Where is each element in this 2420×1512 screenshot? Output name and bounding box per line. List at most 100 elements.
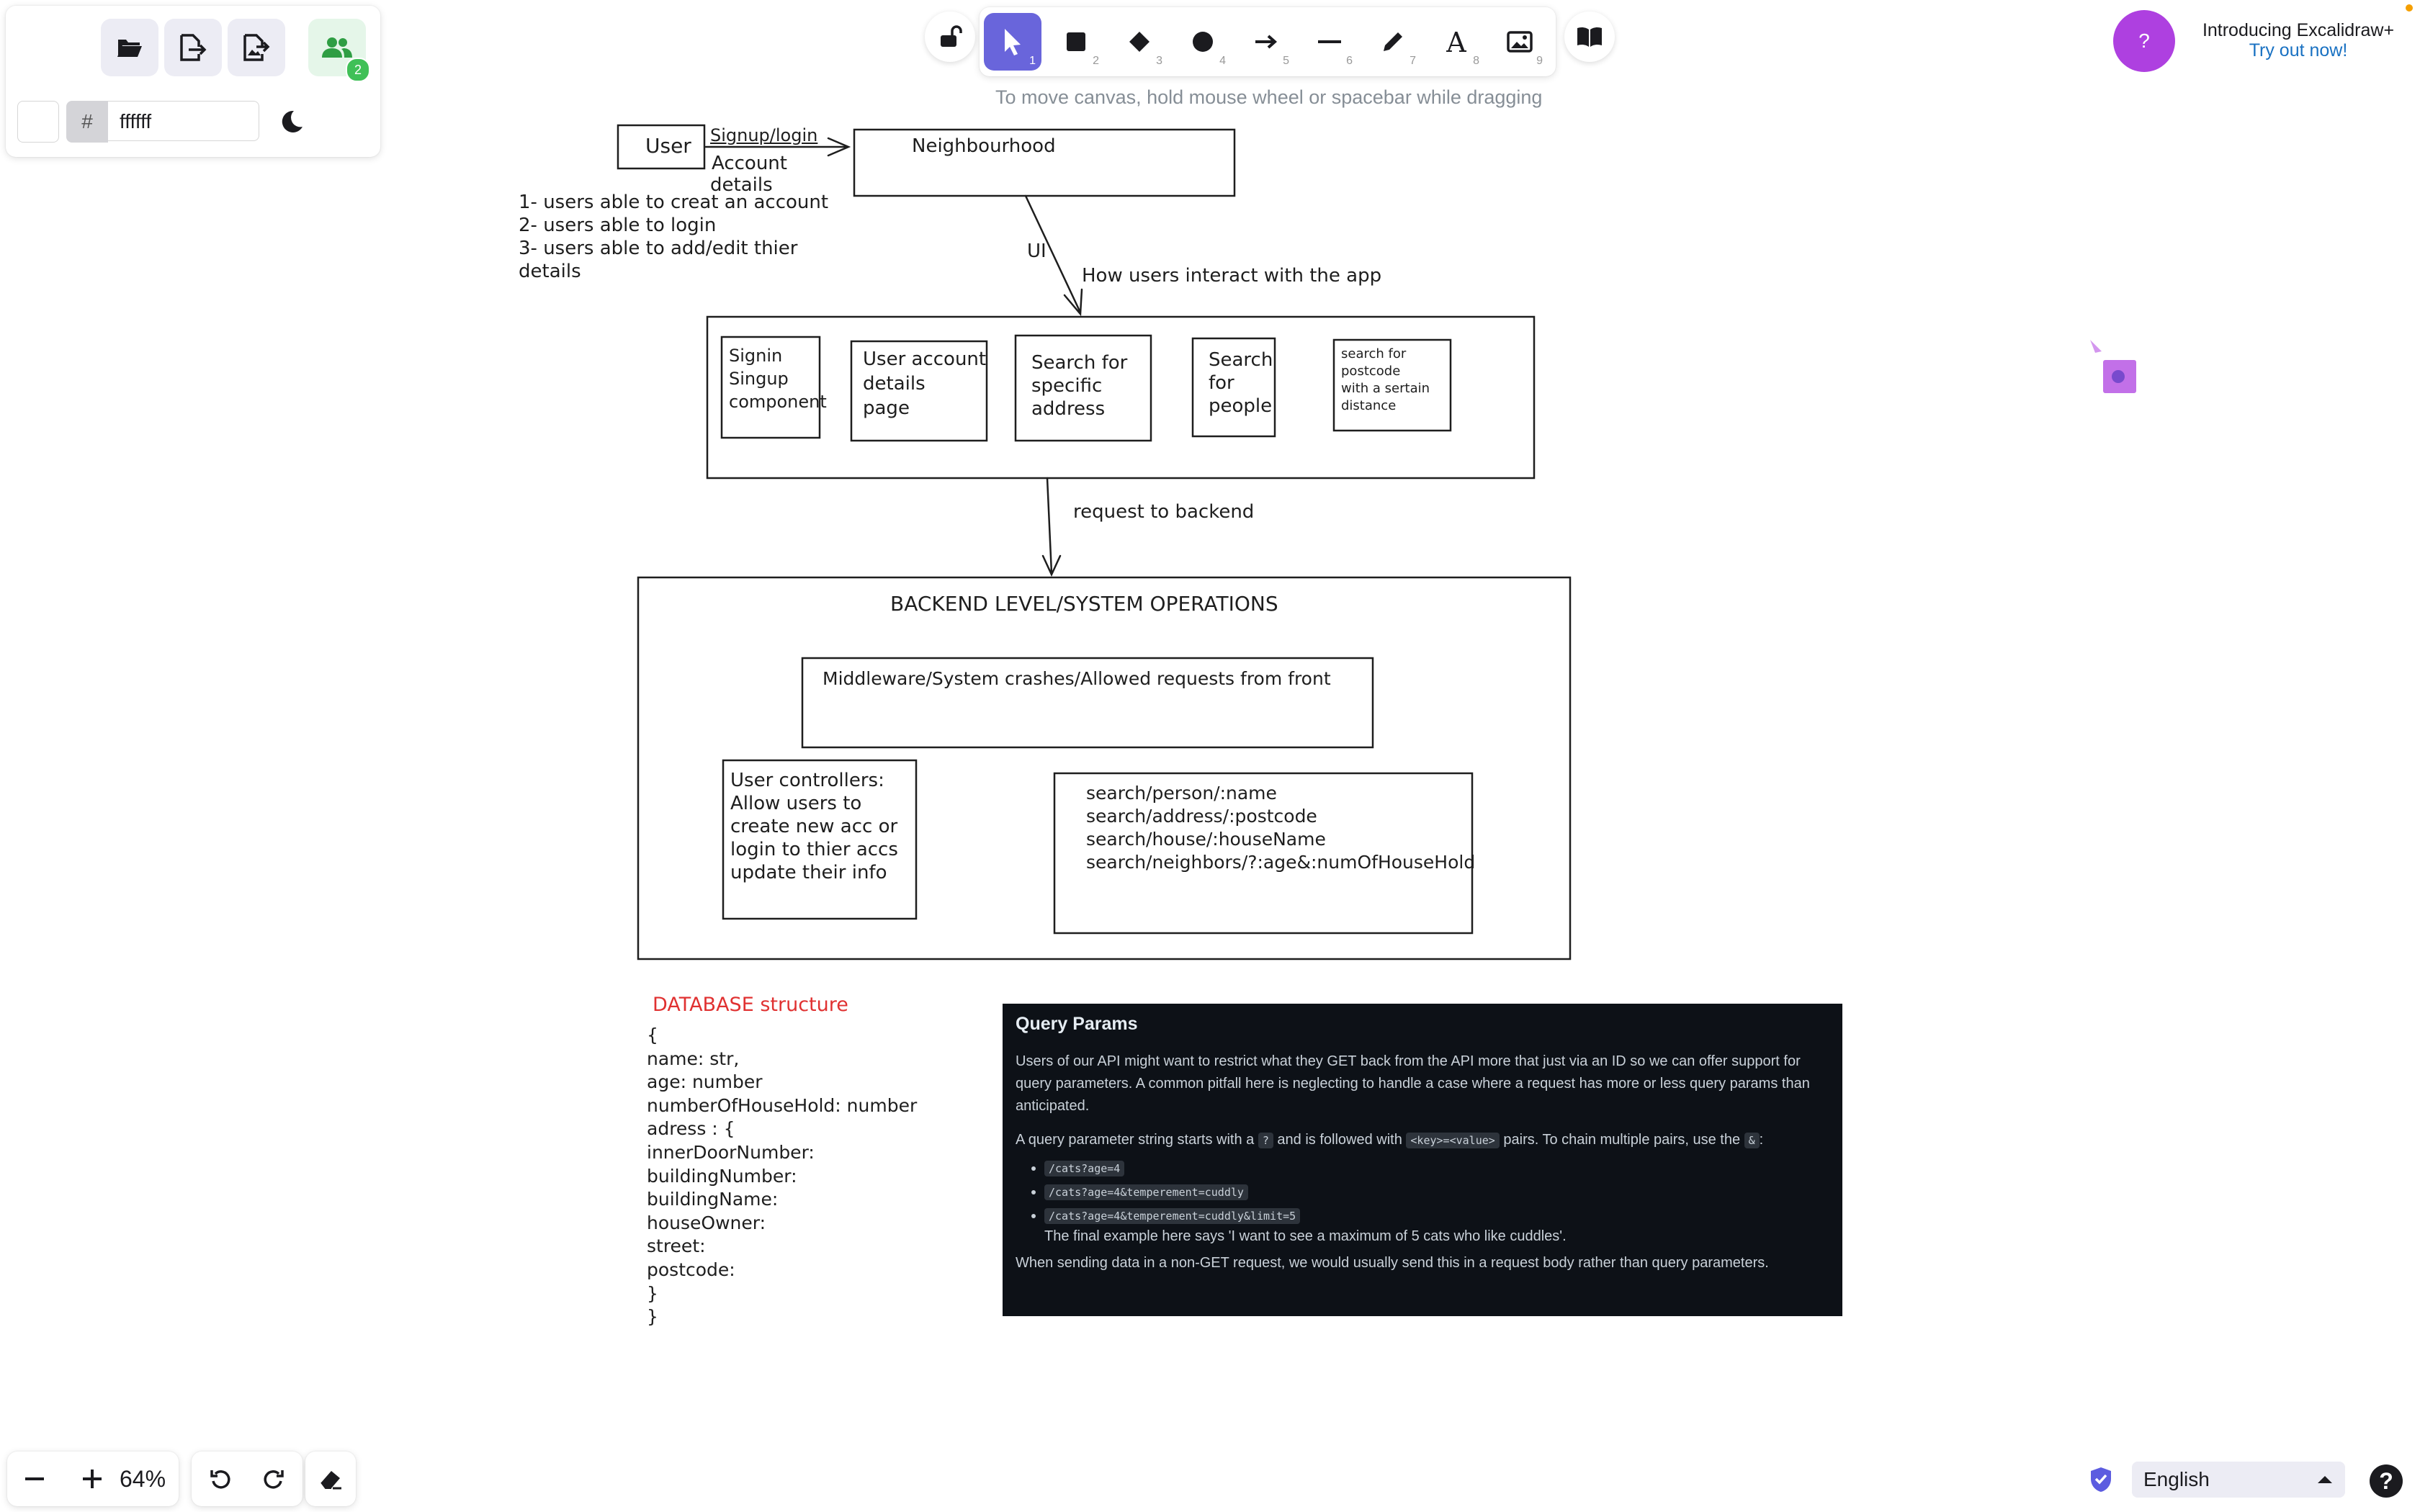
arrow-tool[interactable]: 5 <box>1237 13 1295 71</box>
text-tool[interactable]: A 8 <box>1428 13 1485 71</box>
plus-icon <box>83 1470 102 1488</box>
language-select[interactable]: English <box>2132 1462 2345 1498</box>
save-file-button[interactable] <box>164 19 222 76</box>
zoom-level[interactable]: 64% <box>120 1466 166 1492</box>
query-params-title: Query Params <box>1016 1014 1138 1034</box>
user-avatar[interactable]: ? <box>2113 10 2175 72</box>
undo-icon <box>210 1470 230 1489</box>
middleware-box[interactable] <box>801 657 1374 749</box>
component-people-text: Search for people <box>1209 349 1273 417</box>
zoom-controls: 64% <box>7 1452 179 1506</box>
zoom-out-button[interactable] <box>14 1459 55 1499</box>
database-title: DATABASE structure <box>653 994 848 1016</box>
backend-container-box[interactable] <box>637 576 1572 960</box>
eraser-icon <box>321 1471 341 1490</box>
component-signin-text: Signin Singup component <box>729 346 827 412</box>
selection-tool[interactable]: 1 <box>984 13 1041 71</box>
ui-container-box[interactable] <box>706 315 1536 480</box>
circle-icon <box>1193 32 1213 52</box>
ellipse-tool[interactable]: 4 <box>1174 13 1232 71</box>
undo-button[interactable] <box>202 1460 239 1498</box>
image-icon <box>1507 31 1533 53</box>
user-box-label: User <box>645 134 691 158</box>
image-tool[interactable]: 9 <box>1491 13 1549 71</box>
export-image-button[interactable] <box>228 19 285 76</box>
query-params-para2: A query parameter string starts with a ?… <box>1016 1132 1764 1148</box>
color-hash-label: # <box>66 101 108 143</box>
requirement-line-2: 2- users able to login <box>519 215 717 236</box>
requirement-line-1: 1- users able to creat an account <box>519 192 829 213</box>
requirement-line-4: details <box>519 261 581 282</box>
redo-icon <box>264 1470 284 1489</box>
user-box[interactable] <box>617 124 706 170</box>
help-button[interactable]: ? <box>2370 1464 2403 1498</box>
live-collaboration-button[interactable]: 2 <box>308 19 370 82</box>
line-icon <box>1318 40 1341 43</box>
shape-toolbar: 1 2 3 4 5 6 7 A 8 9 <box>980 7 1556 76</box>
minus-icon <box>25 1477 44 1480</box>
draw-tool[interactable]: 7 <box>1364 13 1422 71</box>
backend-title: BACKEND LEVEL/SYSTEM OPERATIONS <box>890 592 1278 616</box>
query-params-image[interactable]: Query Params Users of our API might want… <box>1003 1004 1842 1316</box>
unlock-icon <box>941 25 962 47</box>
rectangle-tool[interactable]: 2 <box>1047 13 1105 71</box>
encryption-shield[interactable] <box>2089 1466 2113 1497</box>
neighbourhood-label: Neighbourhood <box>912 135 1056 157</box>
signup-arrow[interactable] <box>704 137 851 157</box>
query-params-para1: Users of our API might want to restrict … <box>1016 1053 1810 1114</box>
promo-title: Introducing Excalidraw+ <box>2202 20 2395 40</box>
lock-button[interactable] <box>925 12 975 62</box>
ui-arrow[interactable] <box>1024 194 1083 317</box>
component-box-people[interactable] <box>1191 337 1276 438</box>
list-item: /cats?age=4 <box>1044 1160 1829 1176</box>
diamond-tool[interactable]: 3 <box>1111 13 1168 71</box>
eraser-button[interactable] <box>305 1452 356 1506</box>
promo-link[interactable]: Try out now! <box>2249 40 2348 60</box>
component-postcode-text: search for postcode with a sertain dista… <box>1341 346 1430 413</box>
middleware-label: Middleware/System crashes/Allowed reques… <box>823 668 1331 689</box>
query-params-para3: When sending data in a non-GET request, … <box>1016 1255 1769 1271</box>
redo-button[interactable] <box>255 1460 292 1498</box>
svg-text:A: A <box>1446 29 1466 55</box>
notification-dot <box>2406 4 2413 12</box>
language-value: English <box>2143 1468 2210 1490</box>
library-button[interactable] <box>1564 12 1615 62</box>
pencil-icon <box>1384 32 1402 51</box>
account-label-2: details <box>710 174 773 196</box>
text-icon: A <box>1446 29 1466 55</box>
component-box-signin[interactable] <box>720 336 821 439</box>
book-icon <box>1577 27 1602 47</box>
database-structure: { name: str, age: number numberOfHouseHo… <box>647 1025 918 1328</box>
moon-icon <box>282 110 302 132</box>
component-box-address[interactable] <box>1014 334 1152 442</box>
image-export-icon <box>243 34 270 61</box>
requirement-line-3: 3- users able to add/edit thier <box>519 238 798 259</box>
routes-text: search/person/:name search/address/:post… <box>1086 783 1476 873</box>
top-left-panel: 2 # ffffff <box>6 6 380 157</box>
shield-check-icon <box>2091 1467 2111 1492</box>
line-tool[interactable]: 6 <box>1301 13 1358 71</box>
interact-label: How users interact with the app <box>1082 265 1382 287</box>
open-file-button[interactable] <box>101 19 158 76</box>
diamond-icon <box>1129 32 1150 52</box>
zoom-in-button[interactable] <box>72 1459 112 1499</box>
account-label-1: Account <box>712 153 787 174</box>
component-box-postcode[interactable] <box>1332 338 1452 432</box>
backend-arrow[interactable] <box>1041 477 1062 577</box>
arrow-right-icon <box>1255 35 1278 49</box>
routes-box[interactable] <box>1053 772 1474 935</box>
file-export-icon <box>180 34 207 61</box>
collaborator-count-badge: 2 <box>346 58 370 82</box>
component-box-account[interactable] <box>850 340 988 442</box>
controllers-box[interactable] <box>722 759 918 920</box>
history-controls <box>192 1452 302 1506</box>
neighbourhood-box[interactable] <box>853 128 1236 197</box>
list-item: /cats?age=4&temperement=cuddly&limit=5 T… <box>1044 1207 1829 1245</box>
controllers-text: User controllers: Allow users to create … <box>730 770 898 883</box>
list-item: /cats?age=4&temperement=cuddly <box>1044 1184 1829 1200</box>
dark-mode-toggle[interactable] <box>279 109 304 138</box>
ui-label: UI <box>1027 240 1047 262</box>
background-color-swatch[interactable] <box>17 101 59 143</box>
background-color-input[interactable]: ffffff <box>108 101 259 141</box>
